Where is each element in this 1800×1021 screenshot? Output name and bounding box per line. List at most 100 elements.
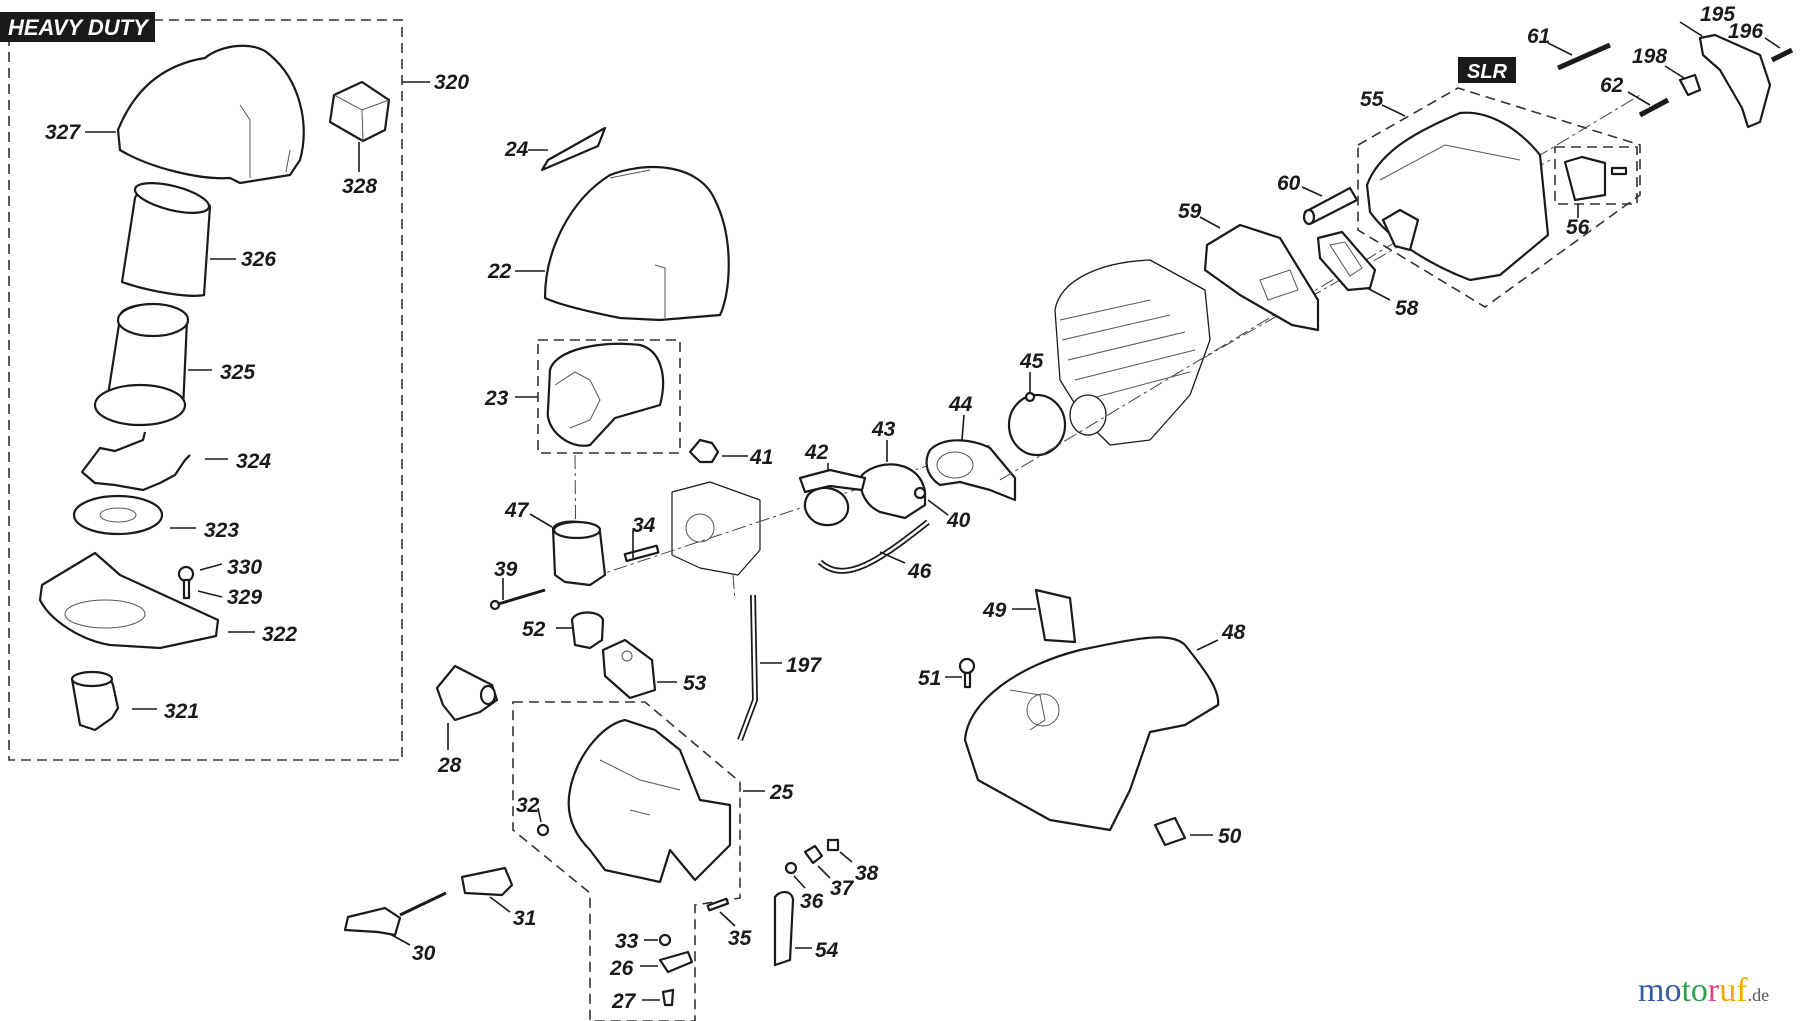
callout-23[interactable]: 23	[484, 387, 509, 410]
part-30-handle[interactable]	[343, 906, 402, 937]
callout-62[interactable]: 62	[1600, 74, 1624, 97]
callout-33[interactable]: 33	[615, 930, 639, 953]
callout-54[interactable]: 54	[815, 939, 839, 962]
callout-330[interactable]: 330	[227, 556, 262, 579]
callout-323[interactable]: 323	[204, 519, 239, 542]
callout-325[interactable]: 325	[220, 361, 255, 384]
part-49-plate[interactable]	[1034, 588, 1077, 644]
callout-30[interactable]: 30	[412, 942, 436, 965]
part-323-disc[interactable]	[72, 494, 164, 536]
callout-49[interactable]: 49	[982, 599, 1007, 622]
part-25-housing[interactable]	[567, 718, 732, 884]
callout-35[interactable]: 35	[728, 927, 752, 950]
part-61-bolt[interactable]	[1556, 42, 1612, 71]
callout-31[interactable]: 31	[513, 907, 536, 930]
callout-34[interactable]: 34	[632, 514, 656, 537]
callout-56[interactable]: 56	[1566, 216, 1590, 239]
callout-329[interactable]: 329	[227, 586, 262, 609]
part-45-ring[interactable]	[1007, 393, 1067, 457]
part-54-tube[interactable]	[773, 891, 795, 967]
callout-55[interactable]: 55	[1360, 88, 1384, 111]
callout-53[interactable]: 53	[683, 672, 707, 695]
part-33-plug[interactable]	[658, 933, 672, 947]
callout-195[interactable]: 195	[1700, 3, 1735, 26]
callout-38[interactable]: 38	[855, 862, 879, 885]
callout-24[interactable]: 24	[504, 138, 529, 161]
part-42-clamp[interactable]	[803, 486, 850, 527]
callout-27[interactable]: 27	[611, 990, 637, 1013]
part-52-buffer[interactable]	[570, 611, 605, 650]
callout-197[interactable]: 197	[786, 654, 822, 677]
callout-45[interactable]: 45	[1019, 350, 1044, 373]
callout-61[interactable]: 61	[1527, 25, 1550, 48]
part-53-bracket[interactable]	[601, 638, 657, 700]
part-32-grommet[interactable]	[536, 823, 550, 837]
callout-32[interactable]: 32	[516, 794, 540, 817]
callout-50[interactable]: 50	[1218, 825, 1242, 848]
callout-324[interactable]: 324	[236, 450, 271, 473]
callout-37[interactable]: 37	[830, 877, 855, 900]
callout-327[interactable]: 327	[45, 121, 81, 144]
part-59-heat-shield[interactable]	[1203, 223, 1320, 332]
callout-58[interactable]: 58	[1395, 297, 1419, 320]
part-28-bracket[interactable]	[435, 664, 499, 722]
part-39-screw[interactable]	[494, 588, 546, 607]
callout-26[interactable]: 26	[609, 957, 634, 980]
callout-51[interactable]: 51	[918, 667, 941, 690]
part-58-gasket[interactable]	[1316, 230, 1377, 292]
callout-326[interactable]: 326	[241, 248, 276, 271]
callout-322[interactable]: 322	[262, 623, 297, 646]
callout-47[interactable]: 47	[504, 499, 530, 522]
callout-60[interactable]: 60	[1277, 172, 1301, 195]
part-43-flange[interactable]	[859, 463, 927, 520]
part-27-rivet[interactable]	[661, 988, 675, 1007]
callout-196[interactable]: 196	[1728, 20, 1763, 43]
callout-52[interactable]: 52	[522, 618, 546, 641]
callout-320[interactable]: 320	[434, 71, 469, 94]
callout-41[interactable]: 41	[749, 446, 773, 469]
part-328-foam[interactable]	[328, 80, 391, 143]
part-55-muffler[interactable]	[1365, 111, 1550, 282]
part-327-cover[interactable]	[116, 44, 305, 185]
part-40-nut[interactable]	[913, 486, 927, 500]
callout-46[interactable]: 46	[907, 560, 932, 583]
callout-36[interactable]: 36	[800, 890, 824, 913]
callout-40[interactable]: 40	[946, 509, 971, 532]
part-26-plate[interactable]	[658, 950, 694, 974]
callout-48[interactable]: 48	[1221, 621, 1246, 644]
part-198-clip[interactable]	[1678, 73, 1702, 97]
callout-28[interactable]: 28	[437, 754, 462, 777]
callout-321[interactable]: 321	[164, 700, 199, 723]
callout-42[interactable]: 42	[804, 441, 829, 464]
part-329-screw[interactable]	[182, 578, 191, 600]
part-322-base[interactable]	[38, 551, 220, 650]
callout-22[interactable]: 22	[487, 260, 512, 283]
part-62-bolt[interactable]	[1638, 97, 1670, 118]
part-51-screw[interactable]	[958, 657, 976, 675]
part-22-cover[interactable]	[543, 165, 730, 322]
callout-198[interactable]: 198	[1632, 45, 1667, 68]
part-23-filter[interactable]	[546, 342, 665, 447]
part-31-holder[interactable]	[460, 866, 514, 897]
callout-328[interactable]: 328	[342, 175, 377, 198]
part-carburetor[interactable]	[671, 481, 761, 576]
part-48-shroud[interactable]	[963, 636, 1220, 832]
part-50-grommet[interactable]	[1153, 816, 1187, 847]
callout-59[interactable]: 59	[1178, 200, 1202, 223]
part-56-spark-arrestor[interactable]	[1563, 155, 1607, 202]
callout-25[interactable]: 25	[769, 781, 794, 804]
part-44-manifold[interactable]	[925, 439, 1017, 502]
part-34-pin[interactable]	[623, 544, 660, 563]
part-24-label[interactable]	[540, 126, 607, 172]
callout-39[interactable]: 39	[494, 558, 518, 581]
part-41-adjuster[interactable]	[688, 438, 720, 464]
part-195-bracket[interactable]	[1698, 33, 1772, 129]
part-196-screw[interactable]	[1770, 47, 1794, 63]
part-35-screw[interactable]	[706, 897, 730, 912]
callout-44[interactable]: 44	[948, 393, 973, 416]
part-37-clip[interactable]	[803, 844, 824, 865]
part-324-clip[interactable]	[80, 431, 191, 492]
part-36-bushing[interactable]	[784, 861, 798, 875]
callout-43[interactable]: 43	[871, 418, 896, 441]
part-38-nut[interactable]	[826, 838, 840, 852]
